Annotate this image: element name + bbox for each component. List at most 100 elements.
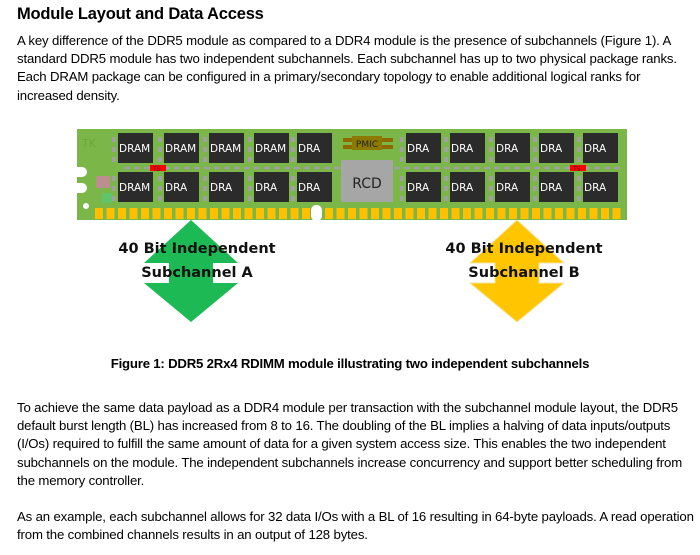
- gold-contact-13: [233, 208, 241, 219]
- svg-text:DRA: DRA: [540, 143, 563, 155]
- dram-chip-left-top-3: DRAM: [203, 133, 244, 163]
- svg-text:DRA: DRA: [451, 182, 474, 194]
- gold-contact-42: [566, 208, 575, 219]
- dram-chip-left-top-1: DRAM: [112, 133, 153, 163]
- dram-chip-left-bottom-4: DRA: [248, 172, 289, 202]
- svg-text:DRAM: DRAM: [165, 143, 196, 155]
- svg-text:DRAM: DRAM: [210, 143, 241, 155]
- gold-contact-5: [141, 208, 149, 219]
- subchannel-a-arrow: [144, 220, 238, 322]
- gold-contact-27: [394, 208, 402, 219]
- gold-contact-32: [451, 208, 460, 219]
- body-paragraph-1: To achieve the same data payload as a DD…: [17, 400, 683, 488]
- dram-chip-left-top-5: DRA: [291, 133, 332, 163]
- gold-contact-26: [382, 208, 391, 219]
- dram-chip-right-bottom-4: DRA: [533, 172, 574, 202]
- dram-chip-right-top-5: DRA: [577, 133, 618, 163]
- svg-text:DRA: DRA: [407, 182, 430, 194]
- dram-chip-left-bottom-5: DRA: [291, 172, 332, 202]
- pmic-label: PMIC: [356, 140, 378, 150]
- gold-contact-34: [474, 208, 483, 219]
- dram-chip-right-bottom-3: DRA: [489, 172, 530, 202]
- gold-contact-36: [497, 208, 506, 219]
- svg-text:DRA: DRA: [584, 182, 607, 194]
- svg-text:DRA: DRA: [255, 182, 278, 194]
- ts-sensor-left: [150, 165, 166, 171]
- svg-text:DRAM: DRAM: [119, 143, 150, 155]
- dram-chip-right-top-4: DRA: [533, 133, 574, 163]
- gold-contact-8: [175, 208, 184, 219]
- svg-text:DRA: DRA: [496, 143, 519, 155]
- ts-sensor-right: [570, 165, 586, 171]
- intro-paragraph: A key difference of the DDR5 module as c…: [17, 33, 677, 103]
- gold-contact-46: [612, 208, 621, 219]
- gold-contact-25: [371, 208, 379, 219]
- dram-chip-left-top-4: DRAM: [248, 133, 289, 163]
- dram-chip-right-bottom-5: DRA: [577, 172, 618, 202]
- dram-chip-left-bottom-3: DRA: [203, 172, 244, 202]
- ddr5-module-figure: TK DRAM DRAM DRAM DRAM DRA DRAM DRA DRA DRA DRA DR…: [77, 129, 627, 323]
- gold-contact-19: [302, 208, 310, 219]
- gold-contact-18: [290, 208, 299, 219]
- gold-contact-3: [118, 208, 126, 219]
- svg-text:DRA: DRA: [451, 143, 474, 155]
- dram-chip-right-bottom-2: DRA: [444, 172, 485, 202]
- gold-contact-31: [440, 208, 448, 219]
- corner-mark: TK: [81, 137, 97, 150]
- gold-contact-6: [152, 208, 161, 219]
- svg-text:DRAM: DRAM: [119, 182, 150, 194]
- dram-chip-left-top-2: DRAM: [158, 133, 199, 163]
- gold-contact-1: [95, 208, 103, 219]
- svg-text:DRA: DRA: [210, 182, 233, 194]
- gold-contact-29: [417, 208, 425, 219]
- gold-contact-12: [221, 208, 230, 219]
- gold-contact-24: [359, 208, 368, 219]
- gold-contact-44: [589, 208, 598, 219]
- gold-contact-23: [348, 208, 356, 219]
- gold-contact-21: [325, 208, 333, 219]
- gold-contact-43: [578, 208, 586, 219]
- subchannel-a-label-line1: 40 Bit Independent: [118, 241, 275, 257]
- ts-label-right: TS: [572, 166, 581, 173]
- dram-chip-right-bottom-1: DRA: [400, 172, 441, 202]
- pmic-chip: PMIC: [343, 136, 393, 150]
- dram-chip-right-top-1: DRA: [400, 133, 441, 163]
- gold-contact-15: [256, 208, 264, 219]
- key-notch: [311, 205, 322, 221]
- gold-contact-40: [543, 208, 552, 219]
- gold-contact-16: [267, 208, 276, 219]
- dram-chip-right-top-3: DRA: [489, 133, 530, 163]
- dram-chip-left-bottom-1: DRAM: [112, 172, 153, 202]
- gold-contact-33: [463, 208, 471, 219]
- gold-contact-11: [210, 208, 218, 219]
- gold-contact-39: [532, 208, 540, 219]
- svg-text:DRA: DRA: [298, 143, 321, 155]
- subchannel-b-arrow: [468, 219, 566, 323]
- svg-text:DRA: DRA: [165, 182, 188, 194]
- ts-label-left: TS: [152, 166, 161, 173]
- svg-text:DRA: DRA: [584, 143, 607, 155]
- gold-contact-14: [244, 208, 253, 219]
- svg-text:DRAM: DRAM: [255, 143, 286, 155]
- subchannel-a-label-line2: Subchannel A: [141, 265, 253, 281]
- gold-contact-41: [555, 208, 563, 219]
- gold-contact-17: [279, 208, 287, 219]
- gold-contact-37: [509, 208, 517, 219]
- svg-text:DRA: DRA: [407, 143, 430, 155]
- svg-text:DRA: DRA: [298, 182, 321, 194]
- gold-contact-38: [520, 208, 529, 219]
- gold-contact-2: [106, 208, 115, 219]
- gold-contact-10: [198, 208, 207, 219]
- body-paragraph-2: As an example, each subchannel allows fo…: [17, 509, 694, 543]
- rcd-label: RCD: [352, 176, 382, 192]
- subchannel-b-label-line1: 40 Bit Independent: [445, 241, 602, 257]
- gold-contact-22: [336, 208, 345, 219]
- subchannel-b-label-line2: Subchannel B: [468, 265, 579, 281]
- dram-chip-right-top-2: DRA: [444, 133, 485, 163]
- gold-contact-7: [164, 208, 172, 219]
- gold-contact-9: [187, 208, 195, 219]
- svg-text:DRA: DRA: [540, 182, 563, 194]
- svg-text:DRA: DRA: [496, 182, 519, 194]
- section-heading: Module Layout and Data Access: [17, 5, 264, 23]
- edge-connector: [95, 208, 621, 219]
